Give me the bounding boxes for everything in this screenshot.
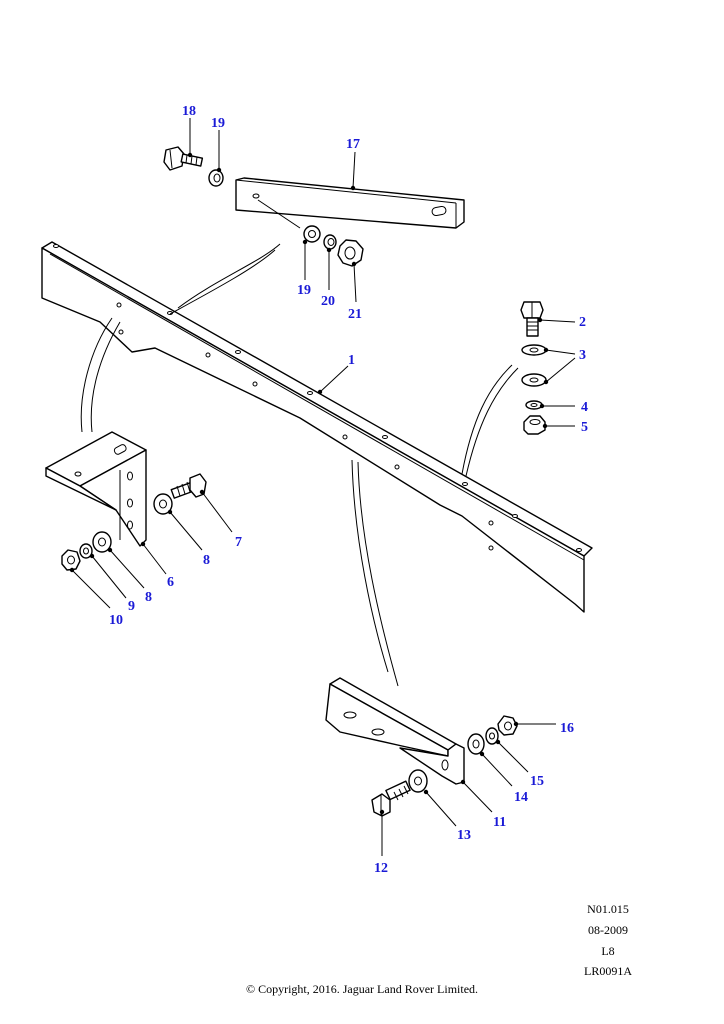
spring-washer-20 xyxy=(323,234,337,250)
callout-21: 21 xyxy=(348,307,362,322)
callout-6: 6 xyxy=(167,575,174,590)
nut-16 xyxy=(497,715,518,736)
callout-20: 20 xyxy=(321,294,335,309)
diagram-code: N01.015 xyxy=(587,902,629,916)
nut-5 xyxy=(523,415,546,435)
lower-bracket xyxy=(325,677,465,785)
crossmember-holes xyxy=(53,244,582,552)
callout-3: 3 xyxy=(579,348,586,363)
callout-4: 4 xyxy=(581,400,588,415)
bolt-18 xyxy=(163,146,204,171)
left-bracket xyxy=(45,431,147,547)
callout-9: 9 xyxy=(128,599,135,614)
washer-19-top xyxy=(208,169,224,187)
callout-8-right: 8 xyxy=(203,553,210,568)
washer-15 xyxy=(485,727,499,745)
spring-washer-4 xyxy=(525,400,543,410)
callout-numbers: 1 2 3 4 5 6 7 8 8 9 10 11 12 13 14 15 16… xyxy=(109,104,588,876)
callout-14: 14 xyxy=(514,790,528,805)
washer-9 xyxy=(79,543,93,559)
callout-10: 10 xyxy=(109,613,123,628)
diagram-level: L8 xyxy=(601,944,615,958)
bolt-7 xyxy=(170,473,207,499)
callout-19-top: 19 xyxy=(211,116,225,131)
bolt-12 xyxy=(371,780,411,817)
callout-13: 13 xyxy=(457,828,471,843)
upper-bracket xyxy=(235,177,465,229)
callout-18: 18 xyxy=(182,104,196,119)
nut-10 xyxy=(61,549,81,571)
callout-19-lower: 19 xyxy=(297,283,311,298)
callout-5: 5 xyxy=(581,420,588,435)
callout-11: 11 xyxy=(493,815,506,830)
callout-1: 1 xyxy=(348,353,355,368)
bolt-2 xyxy=(520,301,544,337)
callout-8-left: 8 xyxy=(145,590,152,605)
washer-8-right xyxy=(153,493,173,515)
callout-17: 17 xyxy=(346,137,360,152)
washer-3-top xyxy=(521,344,547,356)
callout-2: 2 xyxy=(579,315,586,330)
copyright-notice: © Copyright, 2016. Jaguar Land Rover Lim… xyxy=(245,982,479,996)
callout-15: 15 xyxy=(530,774,544,789)
diagram-ref: LR0091A xyxy=(584,964,632,978)
callout-12: 12 xyxy=(374,861,388,876)
nut-21 xyxy=(337,239,364,267)
washer-8-left xyxy=(92,531,112,553)
washer-13 xyxy=(408,769,428,793)
callout-7: 7 xyxy=(235,535,242,550)
washer-19-lower xyxy=(303,225,321,243)
leader-lines xyxy=(69,118,576,856)
crossmember xyxy=(41,241,593,613)
callout-16: 16 xyxy=(560,721,574,736)
washer-3-bottom xyxy=(521,373,547,387)
diagram-date: 08-2009 xyxy=(588,923,628,937)
washer-14 xyxy=(467,733,485,755)
